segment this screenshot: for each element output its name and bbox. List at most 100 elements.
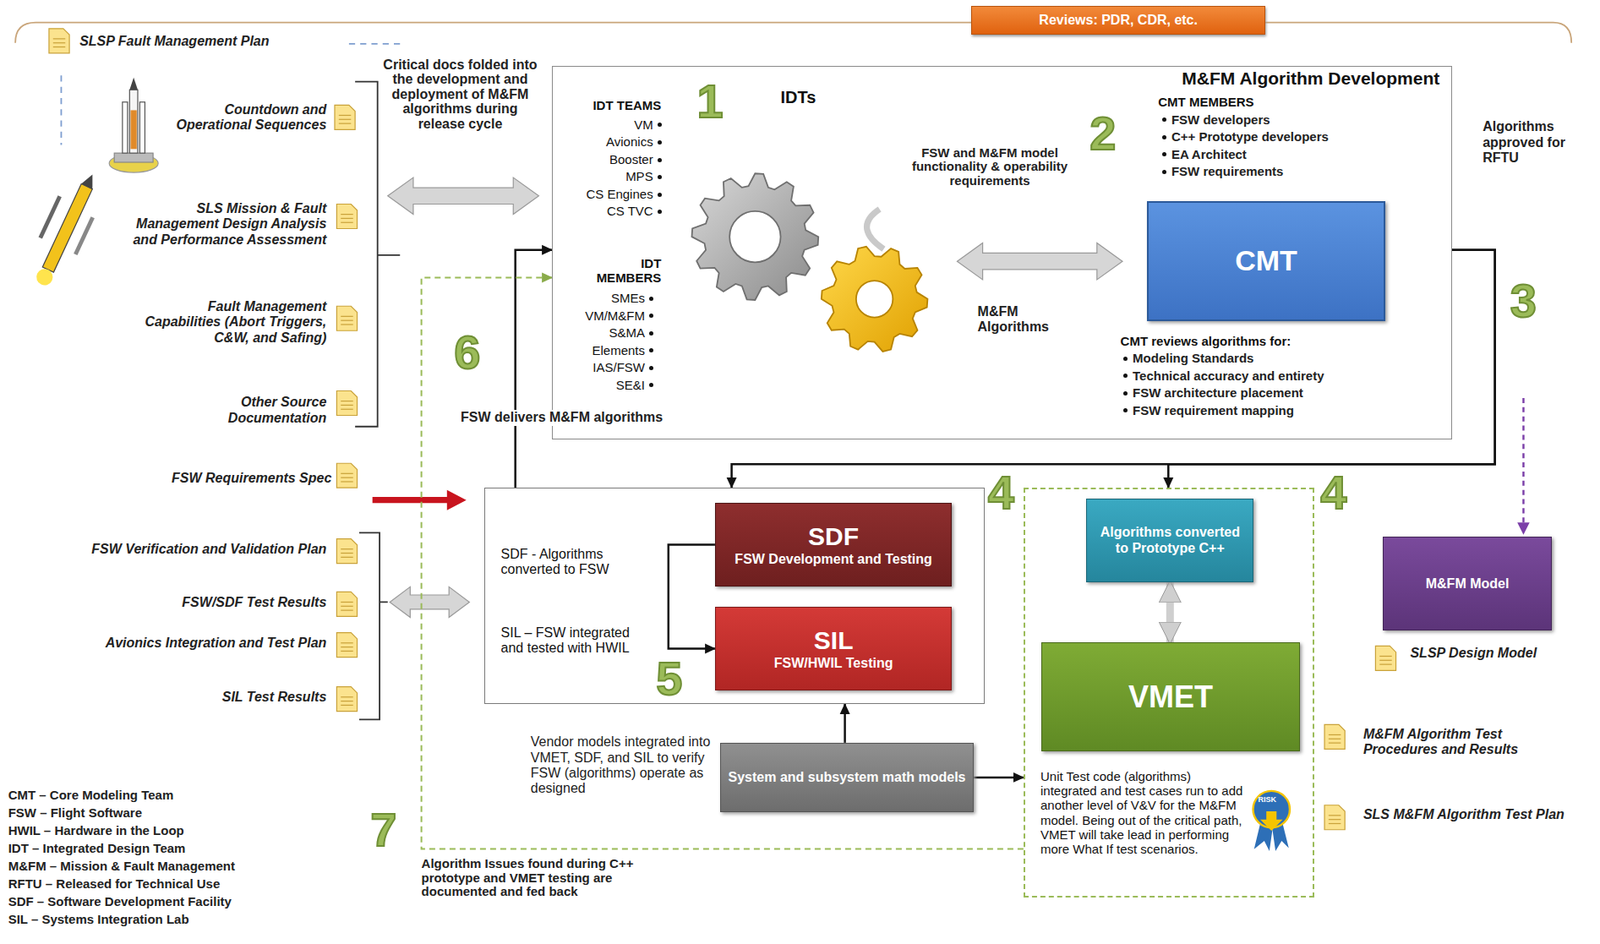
- double-block-arrow: [389, 586, 470, 618]
- document-icon: [338, 114, 351, 116]
- note-text: Algorithms approved for RFTU: [1482, 119, 1591, 166]
- flow-connector: [668, 544, 716, 649]
- rocket-illustration: [129, 89, 138, 153]
- document-icon: [340, 696, 353, 698]
- gear-icon: [856, 280, 893, 317]
- model-box: M&FM Model: [1382, 536, 1552, 631]
- callout-number: 7: [370, 806, 397, 854]
- flow-connector: [843, 704, 847, 743]
- document-icon: [1379, 664, 1392, 666]
- bullet: [1123, 373, 1128, 378]
- gear-icon: [867, 209, 885, 250]
- document-icon: [1328, 823, 1341, 825]
- node-title: M&FM Model: [1425, 575, 1510, 592]
- document-icon: [1379, 655, 1392, 657]
- flow-label: FSW delivers M&FM algorithms: [458, 409, 666, 426]
- double-block-arrow: [387, 177, 1123, 618]
- note-text: Vendor models integrated into VMET, SDF,…: [530, 734, 715, 798]
- document-icon: [338, 119, 351, 121]
- process-box: SILFSW/HWIL Testing: [715, 606, 952, 691]
- document-icon: [1324, 805, 1345, 831]
- rocket-illustration: [114, 152, 153, 163]
- dashed-leader: [60, 43, 405, 146]
- document-icon: [340, 222, 353, 224]
- bullet: [649, 382, 654, 388]
- list-item: C++ Prototype developers: [1171, 129, 1329, 144]
- document-label: FSW Verification and Validation Plan: [4, 541, 327, 557]
- flow-connector: [1166, 582, 1175, 643]
- list-item: Technical accuracy and entirety: [1132, 368, 1325, 383]
- bracket: [354, 81, 400, 427]
- document-icon: [340, 556, 353, 558]
- document-icon: [336, 539, 357, 564]
- callout-number: 2: [1089, 109, 1116, 158]
- flow-connector: [973, 776, 1024, 780]
- review-box: Reviews: PDR, CDR, etc.: [971, 5, 1266, 35]
- risk-badge: [1253, 791, 1290, 852]
- callout-number: 4: [1320, 469, 1347, 517]
- rocket-illustration: [42, 184, 93, 274]
- document-icon: [340, 480, 353, 482]
- document-icon: [1328, 734, 1341, 736]
- document-icon: [336, 305, 357, 331]
- node-title: SDF - Algorithms converted to FSW: [501, 546, 634, 579]
- document-icon: [53, 42, 66, 44]
- abbreviation: CMT – Core Modeling Team: [8, 787, 175, 803]
- document-icon: [340, 323, 353, 325]
- list-item: FSW architecture placement: [1132, 385, 1304, 400]
- team-item: IAS/FSW: [542, 360, 645, 375]
- team-item: CS TVC: [551, 203, 654, 219]
- bullet: [649, 313, 654, 318]
- document-icon: [340, 548, 353, 550]
- process-box: CMT: [1146, 201, 1387, 322]
- team-item: Avionics: [551, 134, 654, 149]
- document-icon: [340, 409, 353, 410]
- document-label: SLSP Fault Management Plan: [79, 33, 269, 50]
- document-icon: [340, 400, 353, 402]
- bullet: [1123, 408, 1128, 413]
- document-icon: [340, 404, 353, 406]
- bullet: [649, 348, 654, 353]
- rocket-illustration: [81, 171, 99, 189]
- document-icon: [340, 477, 353, 479]
- gear-icon: [692, 173, 820, 301]
- node-title: SDF: [808, 522, 859, 552]
- document-icon: [340, 316, 353, 317]
- abbreviation: SDF – Software Development Facility: [8, 894, 232, 909]
- process-box: SDFFSW Development and Testing: [715, 502, 952, 587]
- team-item: SE&I: [542, 377, 645, 393]
- document-label: Avionics Integration and Test Plan: [15, 635, 327, 651]
- flow-connector: [515, 250, 552, 488]
- node-title: System and subsystem math models: [728, 769, 967, 786]
- document-icon: [340, 320, 353, 322]
- input-arrow: [372, 490, 467, 511]
- team-item: Booster: [551, 152, 654, 167]
- list-item: Modeling Standards: [1132, 350, 1254, 366]
- document-icon: [53, 38, 66, 39]
- bullet: [1123, 356, 1128, 361]
- double-block-arrow: [387, 177, 540, 214]
- document-label: Fault Management Capabilities (Abort Tri…: [142, 299, 327, 346]
- bullet: [1162, 135, 1167, 140]
- bullet: [649, 296, 654, 301]
- note-text: FSW and M&FM model functionality & opera…: [887, 146, 1092, 189]
- document-icon: [336, 633, 357, 658]
- list-heading: IDT MEMBERS: [589, 256, 662, 286]
- callout-number: 3: [1510, 277, 1537, 325]
- risk-badge: [1260, 811, 1284, 831]
- bracket: [359, 532, 388, 720]
- gear-icon: [821, 246, 929, 352]
- bullet: [657, 140, 662, 145]
- note-text: Critical docs folded into the developmen…: [379, 57, 541, 132]
- feedback-connector: [421, 277, 1024, 849]
- node-title: Unit Test code (algorithms) integrated a…: [1040, 769, 1245, 858]
- input-arrow: [372, 496, 450, 503]
- section-title: IDTs: [780, 87, 817, 108]
- document-label: Other Source Documentation: [173, 394, 327, 426]
- team-item: MPS: [551, 169, 654, 184]
- list-heading: CMT MEMBERS: [1157, 94, 1254, 110]
- node-text: FSW/HWIL Testing: [774, 655, 894, 672]
- abbreviation: SIL – Systems Integration Lab: [8, 911, 190, 927]
- document-icon: [340, 473, 353, 475]
- team-item: VM: [551, 117, 654, 132]
